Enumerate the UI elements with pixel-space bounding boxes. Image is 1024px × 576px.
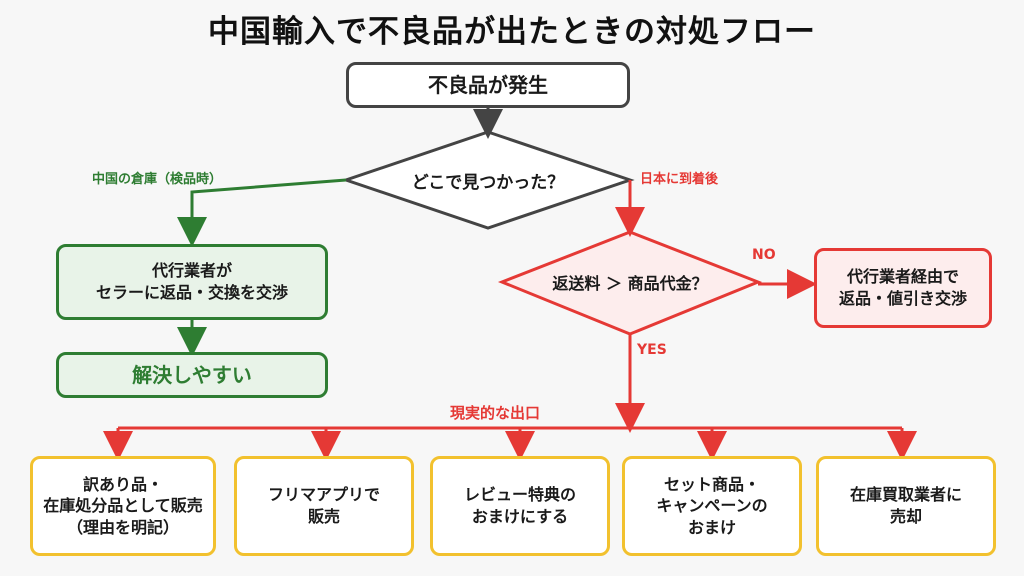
exit-box-buyback: 在庫買取業者に 売却 xyxy=(816,456,996,556)
exit-box-outlet-sale: 訳あり品・ 在庫処分品として販売 （理由を明記） xyxy=(30,456,216,556)
page-title: 中国輸入で不良品が出たときの対処フロー xyxy=(208,14,816,50)
exit-box-set-bonus: セット商品・ キャンペーンの おまけ xyxy=(622,456,802,556)
no-action-box: 代行業者経由で 返品・値引き交渉 xyxy=(814,248,992,328)
decision-where-text: どこで見つかった？ xyxy=(411,173,565,193)
branch-china-label: 中国の倉庫（検品時） xyxy=(92,172,223,187)
decision-diamond-where xyxy=(341,130,635,230)
arrow-china-branch xyxy=(177,178,347,247)
start-box: 不良品が発生 xyxy=(346,62,630,108)
decision-cost-text: 返送料 ＞ 商品代金？ xyxy=(552,274,708,293)
china-result-box: 解決しやすい xyxy=(56,352,328,398)
exit-label: 現実的な出口 xyxy=(450,404,541,422)
yes-label: YES xyxy=(637,342,667,358)
branch-japan-label: 日本に到着後 xyxy=(640,172,719,187)
no-label: NO xyxy=(752,247,776,263)
china-action-box: 代行業者が セラーに返品・交換を交渉 xyxy=(56,244,328,320)
exit-box-flea-market: フリマアプリで 販売 xyxy=(234,456,414,556)
exit-box-review-bonus: レビュー特典の おまけにする xyxy=(430,456,610,556)
